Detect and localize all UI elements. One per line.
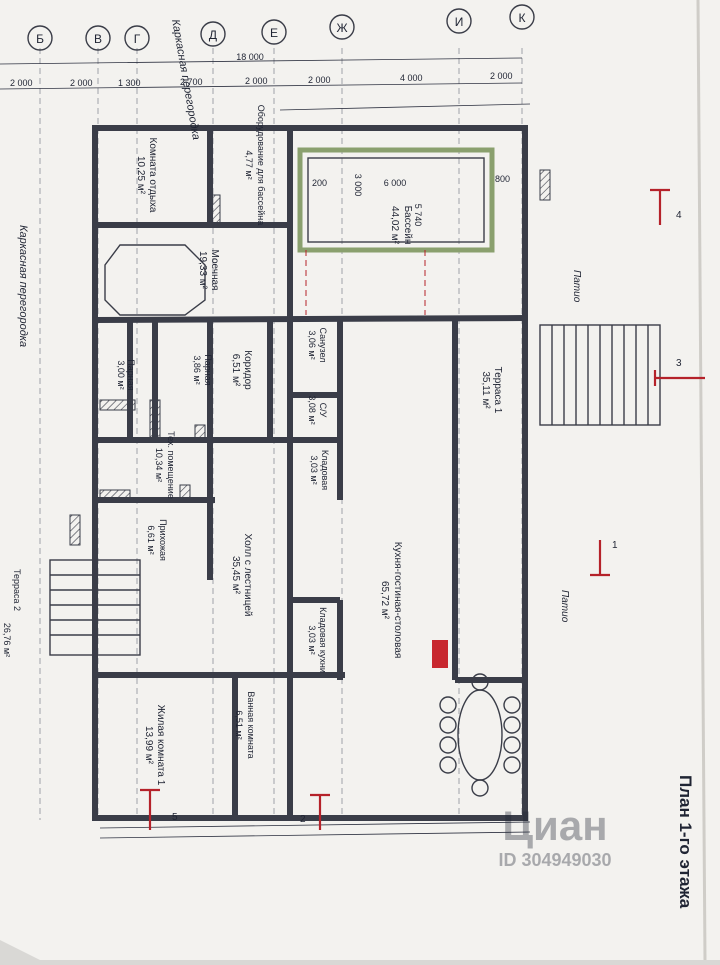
axis-label-g: Г [134, 32, 141, 46]
brick-partitions [69, 169, 551, 546]
room-name-steam-1: Парная [203, 354, 213, 385]
overall-dimension: 18 000 [236, 52, 264, 62]
section-mark-3: 3 [676, 358, 682, 369]
axis-bubbles: Б В Г Д Е Ж И К [27, 4, 535, 51]
pool-dim-width: 5 740 [413, 204, 423, 227]
patio-label-1: Патио [571, 270, 582, 303]
room-name-wc-1: Санузел [318, 327, 328, 362]
room-area-storage-kitchen: 3,03 м² [307, 625, 317, 654]
axis-label-k: К [519, 11, 526, 25]
room-name-hall: Холл с лестницей [242, 534, 253, 617]
axis-label-e: Е [270, 26, 278, 40]
watermark: Циан ID 304949030 [498, 802, 611, 870]
room-area-terrace-2: 26,76 м² [2, 623, 12, 657]
section-mark-1: 1 [612, 540, 618, 551]
room-area-hall: 35,45 м² [230, 556, 241, 595]
room-name-bathroom: Ванная комната [246, 691, 256, 758]
section-marks: 4 3 1 2 5 [140, 188, 705, 830]
shower-octagon [104, 244, 206, 316]
watermark-brand: Циан [502, 802, 607, 849]
room-name-washing: Моечная [209, 250, 220, 291]
room-name-pool: Бассейн [402, 206, 413, 245]
pool-dim-side: 800 [495, 174, 510, 184]
room-area-washing: 19,33 м² [197, 251, 208, 290]
room-name-entrance: Прихожая [158, 519, 168, 561]
dim-top-7: 2 000 [490, 71, 513, 81]
room-area-pool-equipment: 4,77 м² [244, 150, 254, 179]
room-name-living-1: Жилая комната 1 [155, 705, 166, 786]
pool-dim-length: 6 000 [384, 178, 407, 188]
dim-top-6: 4 000 [400, 73, 423, 83]
pool-dim-offset: 200 [312, 178, 327, 188]
dim-top-1: 2 000 [70, 78, 93, 88]
room-area-steam-1: 3,86 м² [192, 355, 202, 384]
sheet-title: План 1-го этажа [676, 775, 695, 909]
room-name-rest: Комната отдыха [147, 138, 158, 213]
room-labels: Комната отдыха 10,25 м² Оборудование для… [2, 105, 503, 786]
room-area-living-1: 13,99 м² [143, 726, 154, 765]
room-area-wc-1: 3,06 м² [307, 330, 317, 359]
stairs-hall [49, 559, 141, 656]
room-name-kitchen: Кухня-гостиная-столовая [392, 542, 403, 659]
room-area-kitchen: 65,72 м² [379, 581, 390, 620]
room-area-wc-2: 3,08 м² [307, 395, 317, 424]
room-name-wc-2: С/У [318, 403, 328, 418]
room-name-terrace-2: Терраса 2 [12, 569, 22, 611]
patio-label-2: Патио [559, 590, 570, 623]
room-name-corridor: Коридор [242, 350, 253, 390]
pool-dim-depth: 3 000 [353, 174, 363, 197]
fireplace [432, 640, 448, 668]
walls [92, 125, 528, 821]
room-name-storage-kitchen: Кладовая кухни [318, 607, 328, 673]
section-mark-5: 5 [172, 812, 178, 823]
room-name-steam-2: Парная [126, 359, 136, 390]
room-name-tech: Тех. помещение [166, 431, 176, 499]
room-area-storage-1: 3,03 м² [309, 455, 319, 484]
dim-top-0: 2 000 [10, 78, 33, 88]
room-area-rest: 10,25 м² [135, 156, 146, 195]
section-mark-2: 2 [300, 814, 306, 825]
axis-label-b: Б [36, 32, 44, 46]
room-area-terrace-1: 35,11 м² [480, 371, 491, 409]
dim-top-3: 2 700 [180, 77, 203, 87]
room-area-entrance: 6,61 м² [146, 525, 156, 554]
room-area-pool: 44,02 м² [389, 206, 400, 245]
watermark-id: ID 304949030 [498, 850, 611, 870]
room-name-storage-1: Кладовая [320, 450, 330, 490]
room-name-terrace-1: Терраса 1 [492, 367, 503, 414]
pool: 6 000 5 740 3 000 200 800 [297, 147, 510, 315]
axis-label-d: Д [209, 28, 217, 42]
dim-top-2: 1 300 [118, 78, 141, 88]
binding-edge [696, 0, 707, 961]
axis-label-zh: Ж [336, 21, 347, 35]
dimension-chains-top: 18 000 2 000 2 000 1 300 2 700 2 000 2 0… [0, 52, 531, 839]
dim-top-5: 2 000 [308, 75, 331, 85]
room-name-pool-equipment: Оборудование для бассейна [256, 105, 266, 226]
axis-label-v: В [94, 32, 102, 46]
stairs-terrace [539, 324, 661, 426]
room-area-tech: 10,34 м² [154, 448, 164, 482]
room-area-corridor: 6,51 м² [230, 354, 241, 387]
axis-label-i: И [455, 15, 464, 29]
room-area-steam-2: 3,00 м² [116, 360, 126, 389]
frame-partition-left-label: Каркасная перегородка [17, 225, 29, 347]
dim-top-4: 2 000 [245, 76, 268, 86]
section-mark-4: 4 [676, 210, 682, 221]
room-area-bathroom: 6,51 м² [234, 710, 244, 739]
dining-table [439, 673, 521, 797]
